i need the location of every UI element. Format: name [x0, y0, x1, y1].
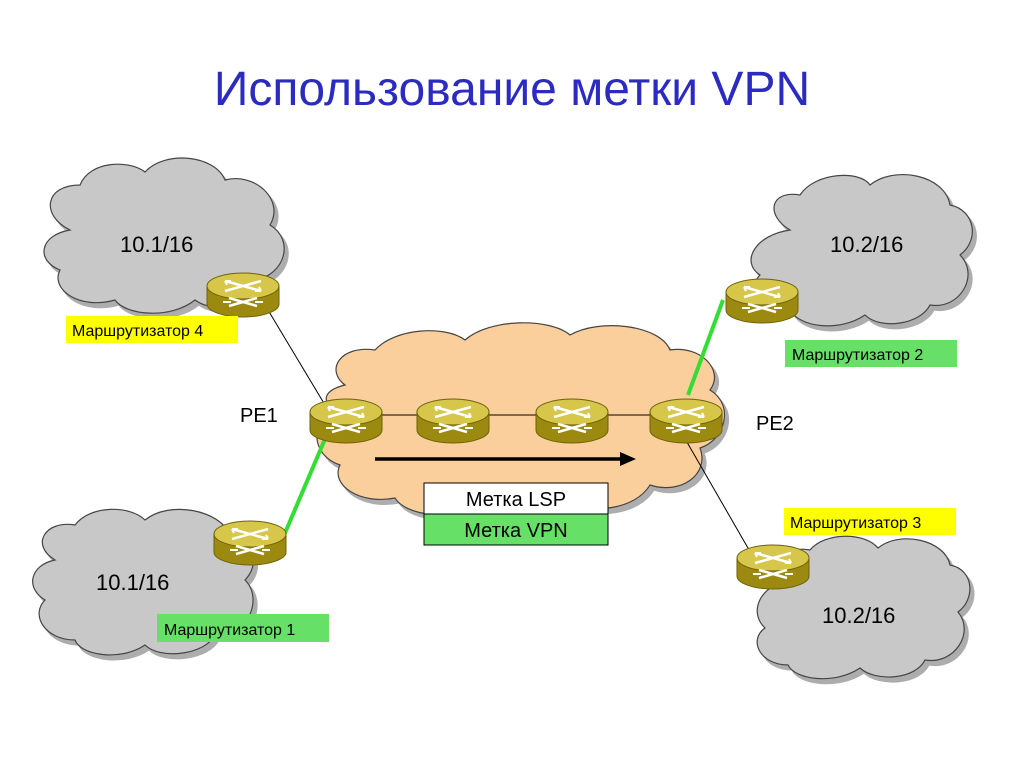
router2-tag: Маршрутизатор 2 [785, 340, 957, 367]
network-label-bottom-left: 10.1/16 [96, 570, 169, 595]
router-icon-r2 [724, 277, 800, 325]
pe2-label: PE2 [756, 413, 794, 435]
router3-tag: Маршрутизатор 3 [784, 508, 956, 535]
router-icon-core2 [534, 397, 610, 445]
router-icon-core1 [415, 397, 491, 445]
router-icon-pe2 [648, 397, 724, 445]
router4-tag-text: Маршрутизатор 4 [72, 323, 203, 340]
packet-header: Метка LSP Метка VPN [423, 482, 609, 546]
cloud-top-left [43, 157, 285, 314]
router-icon-r3 [735, 543, 811, 591]
router1-tag-text: Маршрутизатор 1 [164, 622, 295, 639]
router4-tag: Маршрутизатор 4 [66, 316, 238, 343]
cloud-provider-core [316, 322, 726, 517]
network-label-bottom-right: 10.2/16 [822, 603, 895, 628]
pe1-label: PE1 [240, 405, 278, 427]
cloud-bottom-right [756, 535, 971, 680]
lsp-direction-arrow [375, 452, 636, 466]
vpn-label-text: Метка VPN [464, 520, 568, 542]
network-label-top-right: 10.2/16 [830, 232, 903, 257]
router3-tag-text: Маршрутизатор 3 [790, 515, 921, 532]
router2-tag-text: Маршрутизатор 2 [792, 347, 923, 364]
router1-tag: Маршрутизатор 1 [157, 614, 329, 642]
link-r2-pe2-green [686, 299, 725, 396]
link-r1-pe1-green [280, 431, 330, 541]
router-icon-r1 [212, 519, 288, 567]
network-label-top-left: 10.1/16 [120, 232, 193, 257]
router-icon-pe1 [308, 397, 384, 445]
link-r4-pe1 [261, 299, 326, 406]
link-pe2-r3 [679, 429, 753, 556]
router-icon-r4 [205, 271, 281, 319]
slide-title: Использование метки VPN [213, 63, 811, 116]
lsp-label-text: Метка LSP [466, 489, 566, 511]
vpn-label-box [423, 513, 609, 546]
